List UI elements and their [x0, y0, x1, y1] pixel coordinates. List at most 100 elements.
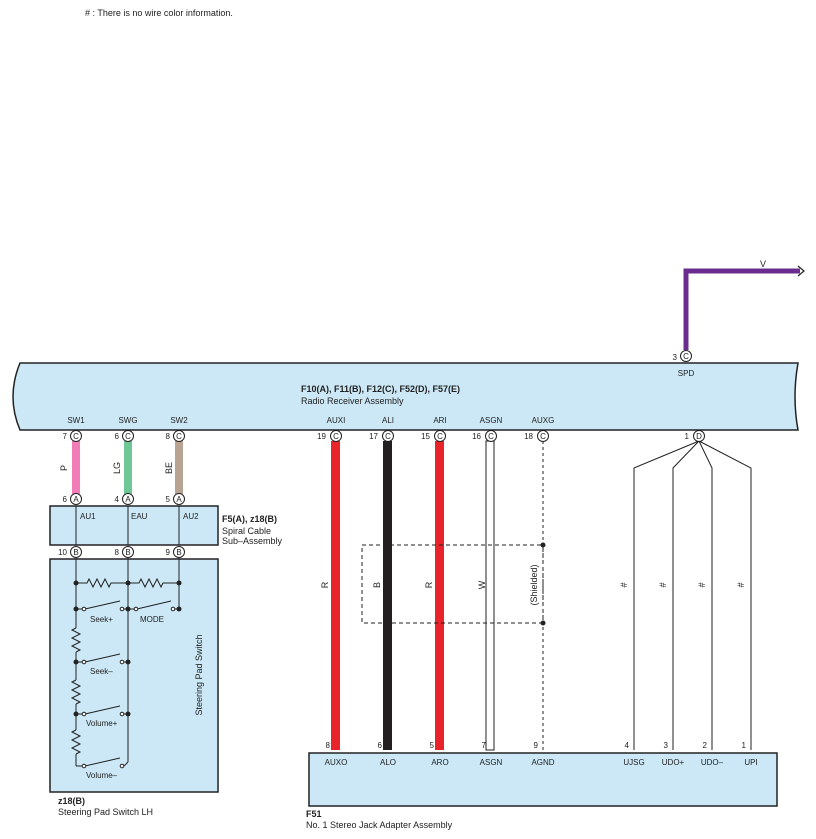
main-pin-ari: ARI C 15 — [421, 416, 447, 442]
pin-num: 9 — [534, 741, 539, 750]
main-pin-ali: ALI C 17 — [369, 416, 394, 442]
pin-num: 4 — [625, 741, 630, 750]
pin-num: 9 — [166, 548, 171, 557]
spd-connector — [680, 350, 692, 362]
steering-pad-switch-box — [49, 558, 219, 793]
pin-num: 8 — [326, 741, 331, 750]
main-codes: F10(A), F11(B), F12(C), F52(D), F57(E) — [301, 384, 460, 394]
udpin-connector — [693, 430, 705, 442]
hash-mark: # — [697, 582, 707, 587]
pin-num: 6 — [63, 495, 68, 504]
wire-be-code: BE — [164, 462, 174, 474]
wire-asgn-code: W — [477, 580, 487, 589]
steering-vertical-label: Steering Pad Switch — [194, 634, 204, 715]
pin-label: ALI — [382, 416, 394, 425]
pin-label: ARI — [433, 416, 446, 425]
main-pin-swg: SWG C 6 — [115, 416, 138, 442]
pin-num: 18 — [524, 432, 533, 441]
pin-label: UDO+ — [662, 758, 685, 767]
conn-letter: C — [488, 432, 494, 441]
spiral-name-2: Sub–Assembly — [222, 536, 283, 546]
conn-letter: A — [73, 495, 79, 504]
switch-label-mode: MODE — [140, 615, 164, 624]
wire-lg-code: LG — [112, 462, 122, 474]
pin-num: 1 — [742, 741, 747, 750]
adapter-pins: 8 AUXO 6 ALO 5 ARO 7 ASGN 9 AGND 4 UJSG … — [325, 741, 758, 767]
wire-be — [175, 441, 183, 494]
wire-auxi — [331, 441, 340, 750]
spiral-codes: F5(A), z18(B) — [222, 514, 277, 524]
pin-num: 19 — [317, 432, 326, 441]
spiral-top-pin: A 6 — [63, 493, 82, 505]
spiral-cable-box — [49, 505, 219, 546]
pin-label: ASGN — [480, 416, 503, 425]
stereo-jack-adapter-box — [308, 752, 778, 807]
pin-num: 5 — [430, 741, 435, 750]
wire-lg — [124, 441, 132, 494]
spiral-bottom-pin: B 10 — [58, 546, 82, 558]
pin-label: ALO — [380, 758, 396, 767]
pin-label: AUXI — [327, 416, 346, 425]
pin-label: ASGN — [480, 758, 503, 767]
pin-num: 10 — [58, 548, 67, 557]
pin-num: 3 — [664, 741, 669, 750]
pin-num: 4 — [115, 495, 120, 504]
pin-num: 6 — [115, 432, 120, 441]
spiral-bottom-pin: B 8 — [115, 546, 134, 558]
spiral-name-1: Spiral Cable — [222, 526, 271, 536]
pin-label: UPI — [744, 758, 757, 767]
udpin-fanout — [633, 440, 752, 750]
pin-label: SW2 — [170, 416, 188, 425]
wire-p-code: P — [59, 465, 69, 471]
conn-letter: C — [540, 432, 546, 441]
conn-letter: A — [125, 495, 131, 504]
pin-num: 8 — [166, 432, 171, 441]
adapter-name: No. 1 Stereo Jack Adapter Assembly — [306, 820, 453, 830]
adapter-code: F51 — [306, 809, 322, 819]
wire-ali — [383, 441, 392, 750]
main-pin-auxg: AUXG C 18 — [524, 416, 554, 442]
switch-label-volume-minus: Volume– — [86, 771, 118, 780]
shield-junction — [540, 542, 546, 548]
pin-num: 2 — [703, 741, 708, 750]
conn-letter: C — [176, 432, 182, 441]
pin-label: ARO — [431, 758, 448, 767]
hash-mark: # — [736, 582, 746, 587]
pin-num: 5 — [166, 495, 171, 504]
pin-label: AUXG — [532, 416, 555, 425]
spiral-pin-label: AU2 — [183, 512, 199, 521]
conn-letter: A — [176, 495, 182, 504]
spd-conn-letter: C — [683, 352, 689, 361]
wire-ali-code: B — [372, 582, 382, 588]
pin-label: SW1 — [67, 416, 85, 425]
switch-label-seek-plus: Seek+ — [90, 615, 113, 624]
pin-label: AUXO — [325, 758, 348, 767]
spiral-top-pin: A 5 — [166, 493, 185, 505]
spiral-top-pin: A 4 — [115, 493, 134, 505]
wire-asgn — [485, 440, 495, 751]
pin-num: 8 — [115, 548, 120, 557]
pin-label: UDO– — [701, 758, 724, 767]
udpin-conn-letter: D — [696, 432, 702, 441]
wire-auxi-code: R — [320, 581, 330, 588]
v-wire — [683, 268, 800, 350]
pin-label: SWG — [118, 416, 137, 425]
wire-p — [72, 441, 80, 494]
pin-num: 7 — [63, 432, 68, 441]
pin-num: 7 — [482, 741, 487, 750]
spd-label: SPD — [678, 369, 695, 378]
udpin-num: 1 — [685, 432, 690, 441]
note-text: # : There is no wire color information. — [85, 8, 233, 18]
continuation-arrow-icon — [797, 265, 805, 277]
main-pin-sw2: SW2 C 8 — [166, 416, 188, 442]
spiral-pin-label: EAU — [131, 512, 148, 521]
main-name: Radio Receiver Assembly — [301, 396, 404, 406]
hash-mark: # — [658, 582, 668, 587]
spd-pin-num: 3 — [673, 353, 678, 362]
main-pin-auxi: AUXI C 19 — [317, 416, 345, 442]
junction-dots — [73, 580, 182, 717]
conn-letter: C — [437, 432, 443, 441]
shield-junction — [540, 620, 546, 626]
radio-receiver-body — [12, 362, 799, 431]
